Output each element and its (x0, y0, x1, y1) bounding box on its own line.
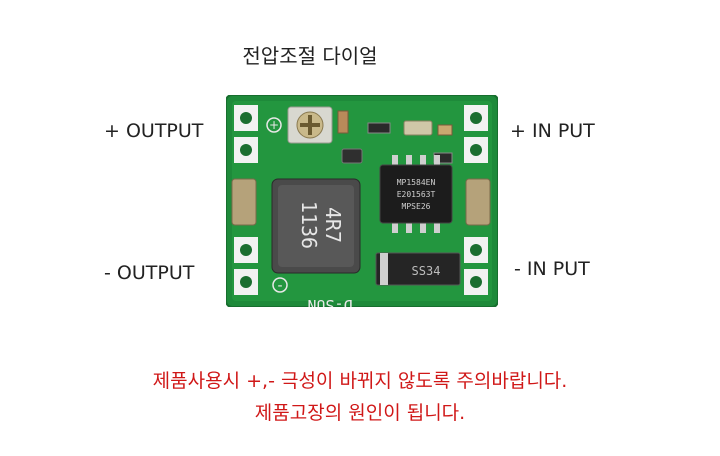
pcb-illustration: + 4R7 1136 (226, 95, 498, 307)
page-title: 전압조절 다이얼 (242, 44, 378, 68)
input-pads (464, 105, 488, 295)
inductor-marking-2: 1136 (297, 201, 321, 249)
smd-cap-top-1 (337, 110, 349, 134)
silk-minus-mark: - (277, 278, 282, 294)
warning-line-1: 제품사용시 +,- 극성이 바뀌지 않도록 주의바랍니다. (152, 370, 568, 392)
output-pads (234, 105, 258, 295)
smd-res-top (367, 122, 391, 134)
silk-brand: D-SUN (307, 296, 352, 307)
warning-line-2: 제품고장의 원인이 됩니다. (254, 402, 466, 424)
input-plus-label: + IN PUT (510, 120, 595, 142)
silk-plus-mark: + (269, 118, 279, 132)
inductor-marking-1: 4R7 (321, 207, 345, 243)
voltage-adjust-potentiometer (287, 106, 333, 144)
regulator-ic: MP1584EN E201563T MPSE26 (379, 155, 453, 233)
right-capacitor (465, 178, 491, 226)
input-minus-label: - IN PUT (514, 258, 590, 280)
schottky-diode: SS34 (375, 252, 461, 286)
smd-part-top-right (437, 124, 453, 136)
chip-marking-2: E201563T (397, 190, 436, 199)
left-capacitor (231, 178, 257, 226)
output-minus-label: - OUTPUT (104, 262, 195, 284)
diode-marking: SS34 (412, 264, 441, 278)
smd-cap-top-2 (403, 120, 433, 136)
output-plus-label: + OUTPUT (104, 120, 204, 142)
inductor: 4R7 1136 (271, 178, 361, 274)
dc-dc-converter-board: + 4R7 1136 (226, 95, 498, 307)
chip-marking-1: MP1584EN (397, 178, 436, 187)
chip-marking-3: MPSE26 (402, 202, 431, 211)
smd-cap-mid (341, 148, 363, 164)
